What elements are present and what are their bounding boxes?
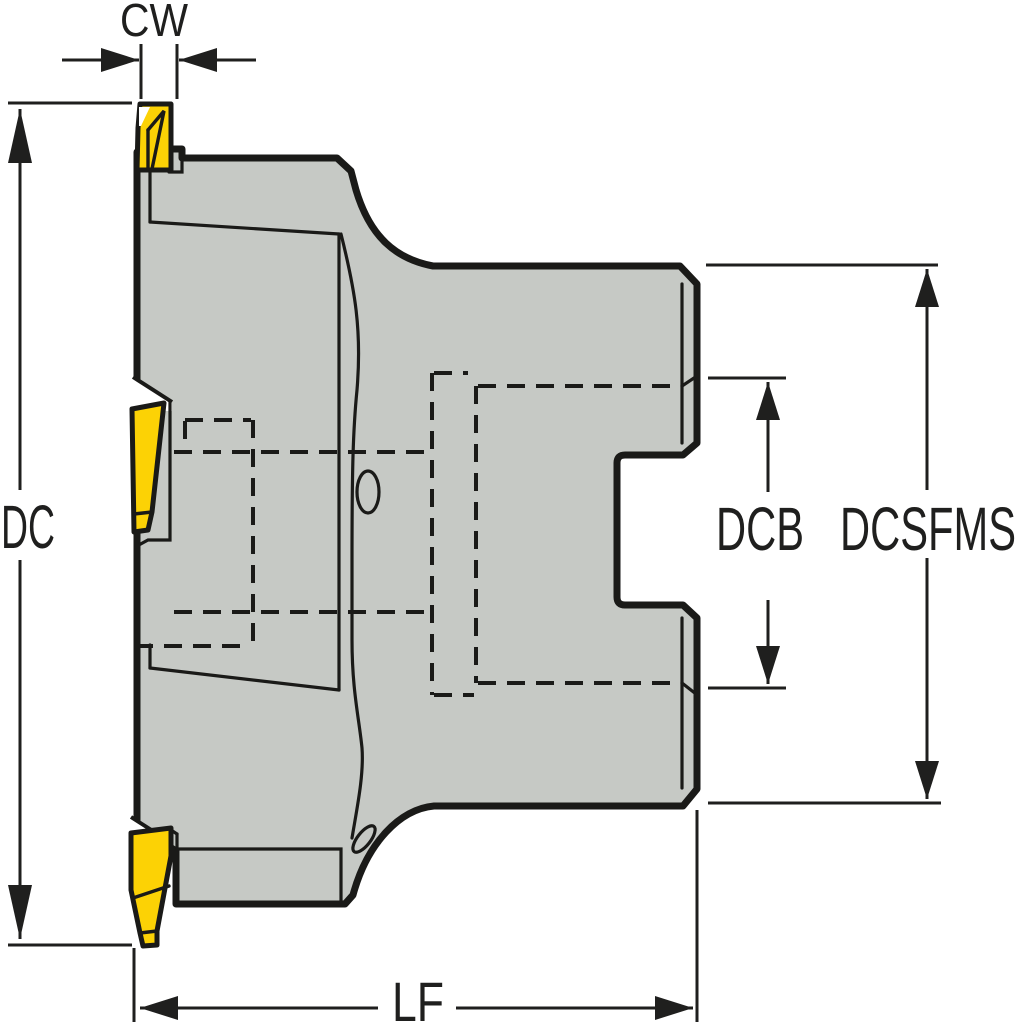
dimension-label-cw: CW — [120, 0, 189, 46]
dimension-label-lf: LF — [392, 970, 444, 1024]
dimension-dcsfms: DCSFMS — [706, 263, 1016, 805]
dimension-label-dc: DC — [1, 493, 55, 561]
body-interior-lines — [135, 156, 699, 904]
dimension-label-dcsfms: DCSFMS — [840, 495, 1016, 563]
cutter-body — [133, 145, 701, 908]
front-hole — [355, 469, 381, 515]
insert-middle — [129, 400, 167, 535]
bottom-slot — [351, 824, 377, 854]
insert-bottom — [128, 825, 174, 949]
dimension-cw: CW — [62, 0, 256, 99]
dimension-dc: DC — [1, 101, 132, 947]
pocket-gap-middle-edge — [131, 375, 174, 404]
insert-top — [134, 101, 174, 173]
hidden-bore-lines — [135, 371, 681, 697]
dimension-label-dcb: DCB — [716, 495, 804, 563]
dimension-lf: LF — [132, 810, 699, 1024]
dimension-dcb: DCB — [708, 376, 804, 690]
